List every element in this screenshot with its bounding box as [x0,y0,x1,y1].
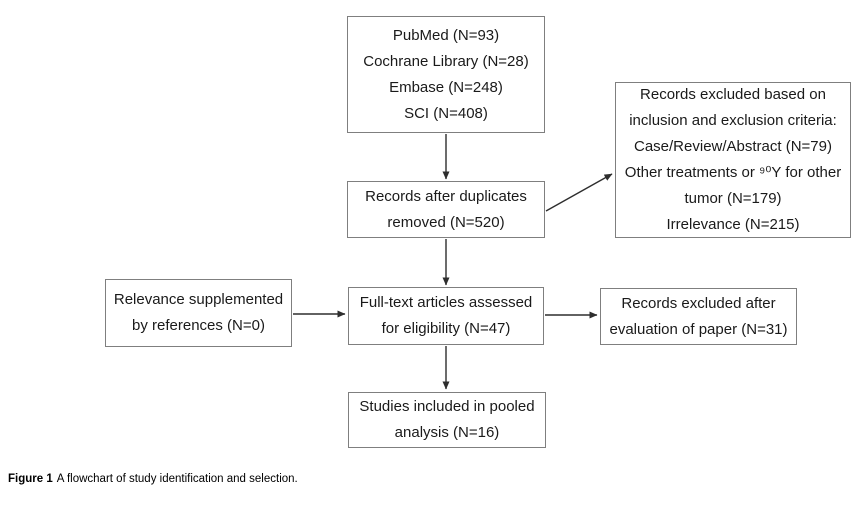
box-line: evaluation of paper (N=31) [609,320,788,338]
box-line: Embase (N=248) [389,78,503,96]
box-line: PubMed (N=93) [392,26,500,44]
box-line: tumor (N=179) [684,190,782,207]
box-line: Relevance supplemented [113,291,284,308]
box-line: Other treatments or ⁹⁰Y for other [624,164,842,181]
box-line: Cochrane Library (N=28) [363,52,529,70]
figure-caption-label: Figure 1 [8,473,53,485]
box-line: Full-text articles assessed [359,294,533,311]
box-fulltext-assessed: Full-text articles assessed for eligibil… [348,287,544,345]
box-line: by references (N=0) [132,317,265,334]
box-records-excluded-evaluation: Records excluded after evaluation of pap… [600,288,797,345]
box-line: SCI (N=408) [404,104,488,122]
box-studies-included: Studies included in pooled analysis (N=1… [348,392,546,448]
box-database-sources: PubMed (N=93) Cochrane Library (N=28) Em… [347,16,545,133]
box-line: Case/Review/Abstract (N=79) [634,138,832,155]
box-records-after-duplicates: Records after duplicates removed (N=520) [347,181,545,238]
box-records-excluded-criteria: Records excluded based on inclusion and … [615,82,851,238]
box-line: analysis (N=16) [394,424,500,441]
figure-caption-text: A flowchart of study identification and … [56,473,298,485]
box-line: Irrelevance (N=215) [666,216,800,233]
box-line: Studies included in pooled [359,398,535,415]
box-line: inclusion and exclusion criteria: [629,112,837,129]
box-line: for eligibility (N=47) [381,320,511,337]
arrow-duplicates-to-excluded-criteria [545,173,613,212]
box-line: removed (N=520) [387,213,505,231]
box-line: Records excluded based on [640,86,826,103]
box-relevance-supplemented: Relevance supplemented by references (N=… [105,279,292,347]
box-line: Records excluded after [621,294,776,312]
box-line: Records after duplicates [365,187,527,205]
